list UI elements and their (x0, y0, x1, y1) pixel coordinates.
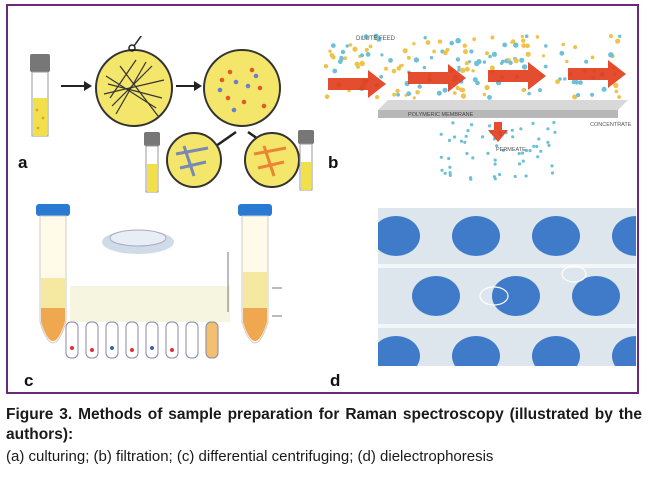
tube-cap (30, 54, 50, 72)
figure-caption: Figure 3. Methods of sample preparation … (6, 405, 642, 467)
label-concentrate: CONCENTRATE (590, 122, 632, 128)
panel-d-dielectrophoresis (378, 208, 636, 366)
tube-cap-blue (36, 204, 70, 216)
panel-label-a: a (18, 153, 28, 172)
dielectrophoresis-micrograph (378, 208, 636, 366)
panel-a-culturing (16, 36, 316, 196)
caption-title: Figure 3. Methods of sample preparation … (6, 406, 642, 443)
figure-frame: a DILUTE FEED POLYMERIC MEMBRANE CONCENT… (6, 4, 639, 394)
flow-arrows (328, 60, 626, 142)
inoculating-loop-icon (133, 36, 143, 47)
petri-dish-colonies (203, 49, 281, 127)
panel-b-filtration: DILUTE FEED POLYMERIC MEMBRANE CONCENTRA… (318, 26, 636, 186)
label-permeate: PERMEATE (496, 147, 526, 153)
panel-c-centrifuging (26, 202, 286, 370)
membrane-top (378, 100, 628, 110)
panel-label-d: d (330, 371, 341, 390)
petri-dish-streak (95, 49, 173, 127)
culturing-illustration (30, 36, 314, 193)
label-polymeric-membrane: POLYMERIC MEMBRANE (408, 112, 474, 118)
petri-dish-blue-colonies (166, 132, 222, 188)
panel-label-b: b (328, 153, 339, 172)
culture-medium (33, 98, 47, 136)
arrow-split-left-icon (215, 130, 237, 148)
centrifuging-illustration (36, 204, 282, 359)
panel-label-c: c (24, 371, 34, 390)
filtration-illustration: DILUTE FEED POLYMERIC MEMBRANE CONCENTRA… (323, 33, 632, 181)
polymeric-membrane (378, 110, 618, 118)
label-dilute-feed: DILUTE FEED (356, 36, 396, 42)
petri-dish-orange-colonies (244, 132, 300, 188)
fraction-tubes (65, 321, 219, 359)
caption-body: (a) culturing; (b) filtration; (c) diffe… (6, 448, 494, 465)
